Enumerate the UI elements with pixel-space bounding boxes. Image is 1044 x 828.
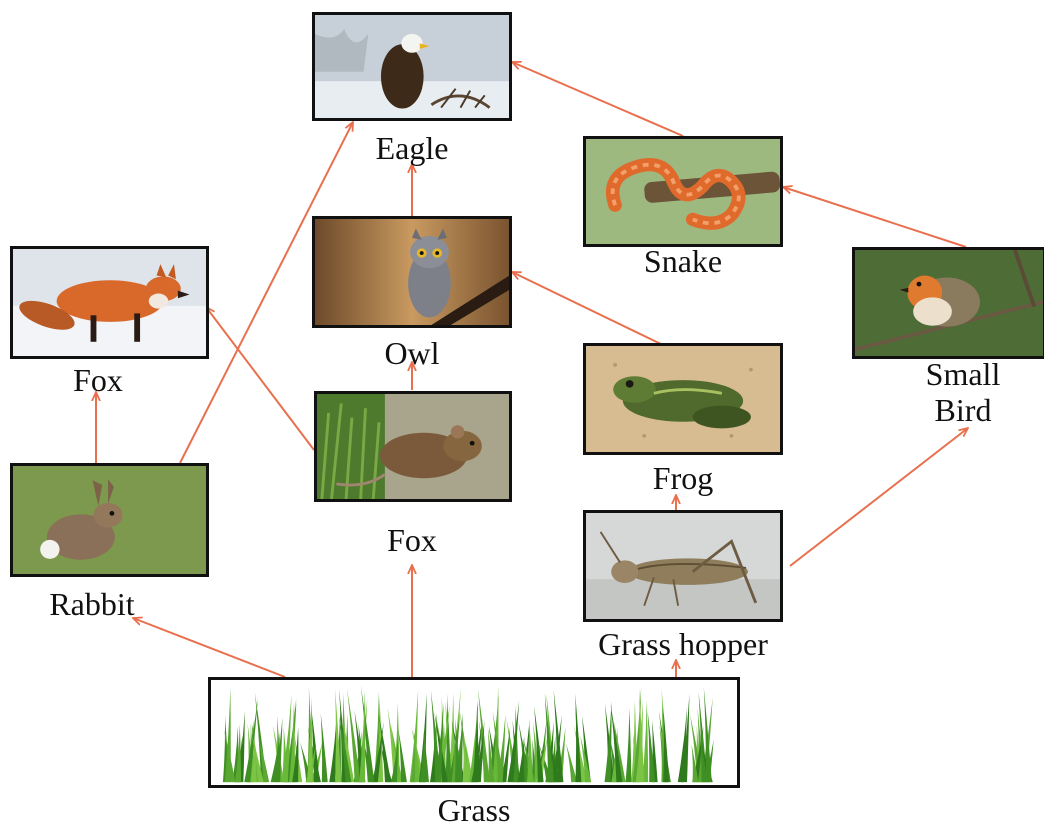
fox-mid-label: Fox <box>332 522 492 558</box>
owl-photo-icon <box>312 216 512 328</box>
arrow-frog-to-owl <box>512 272 665 346</box>
robin-photo-icon <box>852 247 1044 359</box>
grass-illustration-icon <box>208 677 740 788</box>
small-bird-label-line2: Bird <box>898 392 1028 428</box>
owl-label: Owl <box>332 335 492 371</box>
rabbit-label: Rabbit <box>12 586 172 622</box>
fox-photo-icon <box>10 246 209 359</box>
frog-photo-icon <box>583 343 783 455</box>
grasshopper-label: Grass hopper <box>573 626 793 662</box>
arrow-grasshopper-to-smallbird <box>790 428 968 566</box>
eagle-photo-icon <box>312 12 512 121</box>
snake-photo-icon <box>583 136 783 247</box>
snake-label: Snake <box>603 243 763 279</box>
rabbit-photo-icon <box>10 463 209 577</box>
frog-label: Frog <box>603 460 763 496</box>
arrow-snake-to-eagle <box>512 62 683 136</box>
small-bird-label-line1: Small <box>898 356 1028 392</box>
arrow-smallbird-to-snake <box>783 187 966 247</box>
fox-top-label: Fox <box>18 362 178 398</box>
grass-label: Grass <box>394 792 554 828</box>
eagle-label: Eagle <box>332 130 492 166</box>
arrow-grass-to-rabbit <box>133 618 285 677</box>
mouse-photo-icon <box>314 391 512 502</box>
grasshopper-photo-icon <box>583 510 783 622</box>
